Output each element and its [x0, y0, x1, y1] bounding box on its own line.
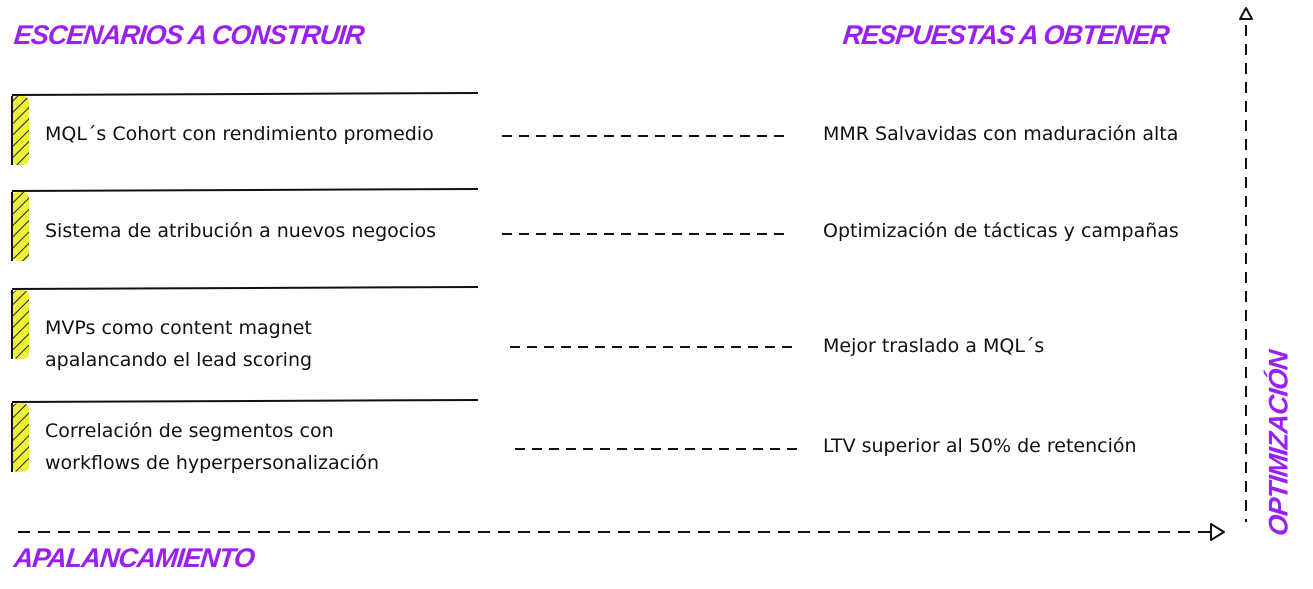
- highlight-marker: [12, 192, 29, 261]
- scenario-card-4: [11, 399, 479, 472]
- horizontal-axis-arrow: [18, 523, 1225, 541]
- vertical-axis-arrow: [1239, 7, 1253, 522]
- scenario-card-3: [11, 286, 479, 359]
- scenario-text-1: MQL´s Cohort con rendimiento promedio: [45, 123, 434, 145]
- answer-text-3: Mejor traslado a MQL´s: [823, 335, 1045, 357]
- scenario-card-1: [11, 92, 479, 165]
- scenario-text-3-line-2: apalancando el lead scoring: [45, 349, 313, 371]
- answer-text-4: LTV superior al 50% de retención: [823, 435, 1137, 457]
- highlight-marker: [12, 403, 29, 472]
- answer-text-2: Optimización de tácticas y campañas: [823, 220, 1179, 242]
- scenario-text-4-line-1: Correlación de segmentos con: [45, 420, 334, 442]
- highlight-marker: [12, 96, 29, 165]
- card-top-line: [11, 286, 479, 290]
- card-top-line: [11, 188, 479, 192]
- answer-text-1: MMR Salvavidas con maduración alta: [823, 123, 1179, 145]
- scenario-text-2: Sistema de atribución a nuevos negocios: [45, 220, 437, 242]
- card-top-line: [11, 399, 479, 403]
- scenario-text-3-line-1: MVPs como content magnet: [45, 317, 312, 339]
- scenario-text-4-line-2: workflows de hyperpersonalización: [45, 452, 380, 474]
- scenario-card-2: [11, 188, 479, 261]
- highlight-marker: [12, 290, 29, 359]
- card-top-line: [11, 92, 479, 96]
